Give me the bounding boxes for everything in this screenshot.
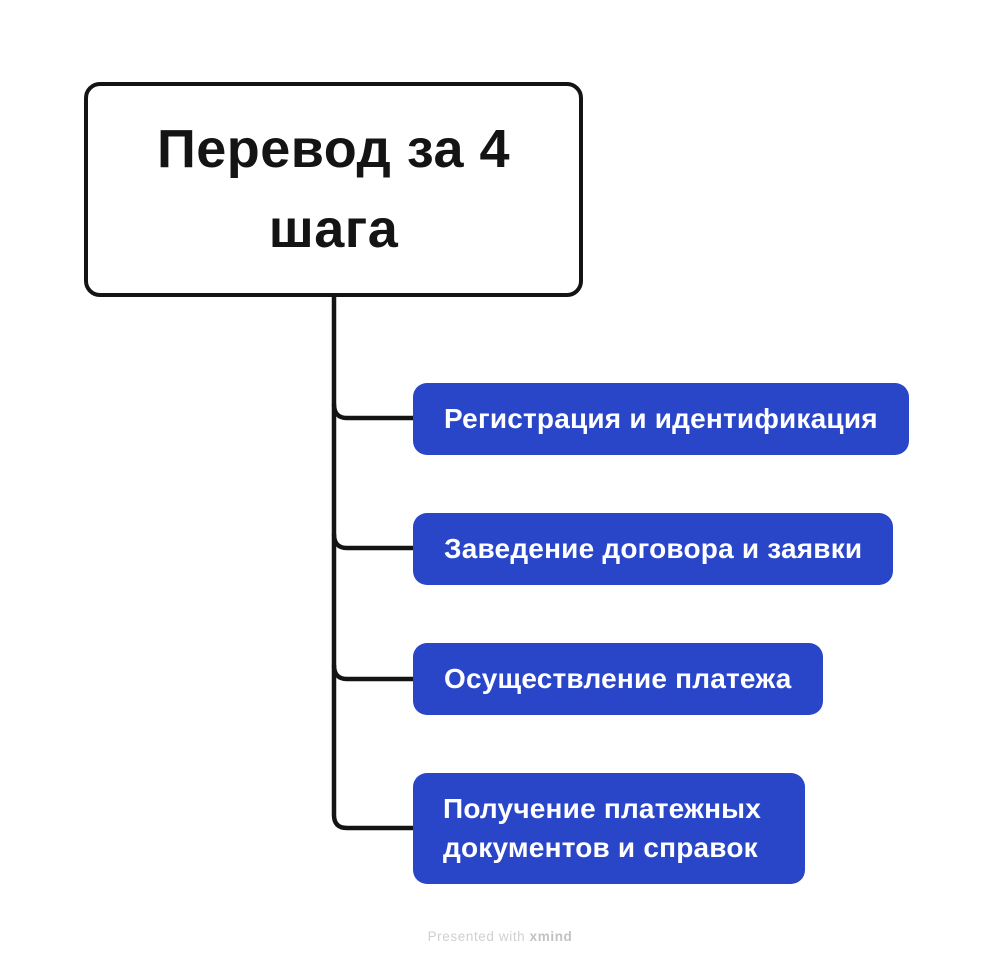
topic-label: Заведение договора и заявки — [444, 533, 863, 564]
xmind-watermark: Presented with xmind — [0, 929, 1000, 944]
watermark-prefix: Presented with — [427, 929, 530, 944]
root-topic-label: Перевод за 4 шага — [156, 118, 511, 259]
topic-label: Осуществление платежа — [444, 663, 792, 694]
topic-registration[interactable]: Регистрация и идентификация — [413, 383, 909, 455]
topic-label: Получение платежных документов и справок — [443, 792, 762, 863]
topic-label: Регистрация и идентификация — [444, 403, 878, 434]
topic-documents[interactable]: Получение платежных документов и справок — [413, 773, 805, 884]
xmind-brand: xmind — [529, 929, 573, 944]
topic-contract[interactable]: Заведение договора и заявки — [413, 513, 894, 585]
root-topic[interactable]: Перевод за 4 шага — [84, 82, 583, 297]
topic-payment[interactable]: Осуществление платежа — [413, 643, 823, 715]
